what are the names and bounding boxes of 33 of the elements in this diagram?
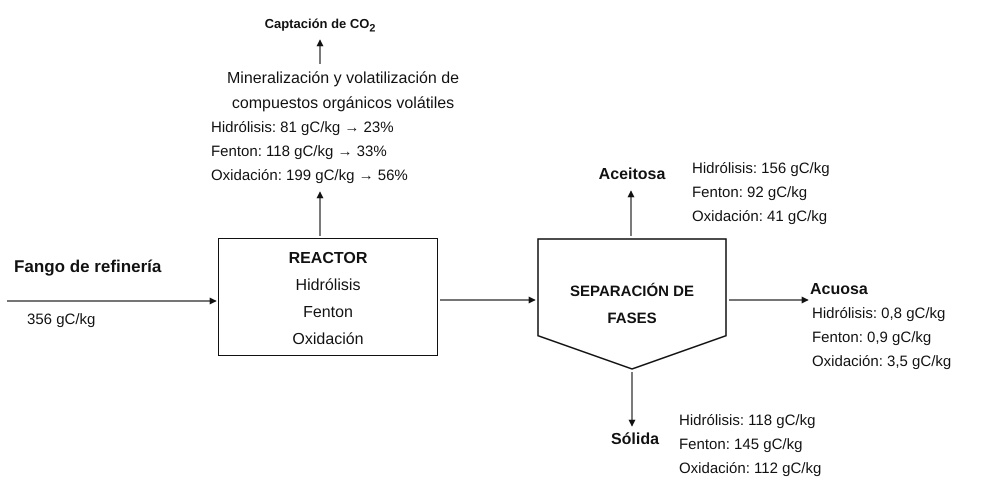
phase-label: Sólida — [610, 430, 659, 450]
value-text: Hidrólisis: 81 gC/kg → 23% — [210, 118, 394, 138]
edge-label: Fango de refinería — [14, 257, 162, 277]
value-text: Oxidación: 199 gC/kg → 56% — [210, 166, 408, 186]
value-text: Oxidación: 3,5 gC/kg — [812, 352, 952, 372]
phase-label: Aceitosa — [598, 165, 666, 185]
arrow — [316, 191, 324, 236]
flow-value: 356 gC/kg — [27, 311, 96, 328]
value-text: Oxidación: 112 gC/kg — [679, 459, 822, 479]
process-label: Fenton — [303, 303, 353, 323]
arrow — [628, 190, 634, 236]
description-text: Mineralización y volatilización de compuestos orgánicos volátiles — [226, 69, 460, 114]
arrow — [628, 372, 636, 427]
value-text: Oxidación: 41 gC/kg — [692, 207, 828, 227]
arrow — [440, 296, 536, 304]
value-text: Fenton: 0,9 gC/kg — [812, 328, 932, 348]
value-text: Hidrólisis: 118 gC/kg — [679, 411, 816, 431]
value-text: Hidrólisis: 0,8 gC/kg — [812, 304, 946, 324]
reactor-box — [218, 238, 438, 356]
output-label: Captación de CO$_{2}$ — [264, 15, 376, 37]
value-text: Fenton: 92 gC/kg — [692, 183, 808, 203]
process-label: Hidrólisis — [296, 276, 360, 296]
arrow — [7, 298, 217, 304]
value-text: Fenton: 118 gC/kg → 33% — [210, 142, 387, 162]
box-heading: REACTOR — [288, 249, 368, 269]
arrow — [316, 39, 324, 64]
value-text: Fenton: 145 gC/kg — [679, 435, 802, 455]
phase-label: Acuosa — [810, 280, 868, 300]
value-text: Hidrólisis: 156 gC/kg — [692, 159, 830, 179]
separator-shape — [537, 238, 727, 370]
process-label: Oxidación — [292, 330, 364, 350]
box-heading: SEPARACIÓN DE FASES — [569, 282, 695, 329]
arrow — [729, 296, 809, 304]
